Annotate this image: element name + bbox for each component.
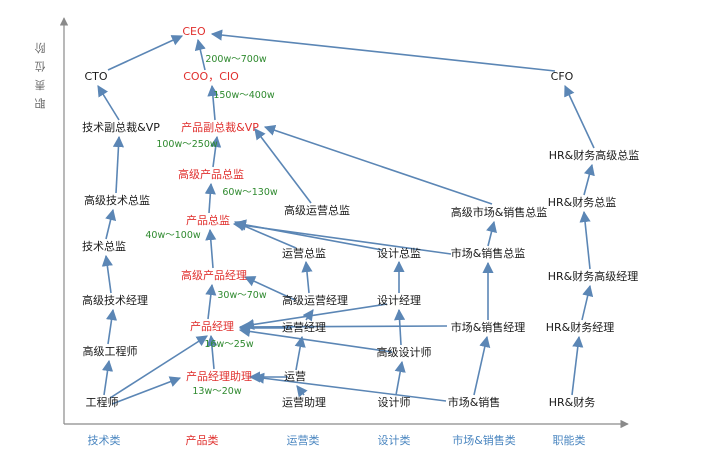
category-functional: 职能类 — [552, 434, 586, 447]
node-market-sales-manager: 市场&销售经理 — [450, 321, 526, 334]
arrow-productvp-coo — [207, 84, 219, 121]
category-product: 产品类 — [185, 434, 219, 447]
node-operations: 运营 — [284, 370, 306, 383]
arrow-market-marketmgr — [473, 335, 491, 396]
node-market-sales: 市场&销售 — [447, 396, 501, 409]
node-senior-product-manager: 高级产品经理 — [181, 269, 247, 282]
arrow-hr-hrmgr — [571, 335, 584, 396]
arrow-hrseniordir-cfo — [564, 84, 595, 149]
node-hr-finance: HR&财务 — [548, 396, 596, 409]
node-ops-assistant: 运营助理 — [282, 396, 326, 409]
category-ops: 运营类 — [286, 434, 320, 447]
node-hr-finance-manager: HR&财务经理 — [545, 321, 615, 334]
salary-manager: 16w～25w — [204, 339, 254, 350]
arrow-seniorproductdir-productvp — [210, 135, 222, 168]
category-design: 设计类 — [377, 434, 411, 447]
arrow-engineer-productmgr — [109, 335, 208, 399]
node-senior-market-sales-director: 高级市场&销售总监 — [450, 206, 548, 219]
arrow-cto-ceo — [107, 35, 184, 71]
arrow-designer-seniordesigner — [394, 360, 406, 396]
node-senior-tech-director: 高级技术总监 — [84, 194, 150, 207]
node-hr-finance-senior-director: HR&财务高级总监 — [548, 149, 640, 162]
node-hr-finance-director: HR&财务总监 — [547, 196, 617, 209]
arrow-hrmgr-hrseniormgr — [581, 284, 594, 321]
arrow-seniorops-productvp — [254, 128, 312, 204]
node-senior-ops-director: 高级运营总监 — [284, 204, 350, 217]
arrow-assistantpm-pm — [206, 334, 218, 370]
arrow-designmgr-pm — [242, 303, 388, 331]
arrow-opsmgr-seniorops — [302, 309, 314, 322]
node-design-director: 设计总监 — [377, 247, 421, 260]
node-ops-director: 运营总监 — [282, 247, 326, 260]
arrow-marketmgr-pm — [238, 321, 448, 333]
arrow-seniordesigner-pm — [238, 325, 393, 353]
arrow-coo-ceo — [194, 38, 206, 71]
node-cfo: CFO — [550, 70, 574, 83]
arrow-seniorengineer-seniortechmgr — [105, 308, 118, 345]
salary-senior-director: 60w～130w — [222, 187, 278, 198]
arrow-seniortechdir-techvp — [112, 135, 125, 194]
node-tech-vp: 技术副总裁&VP — [82, 121, 160, 134]
category-market-sales: 市场&销售类 — [452, 434, 516, 447]
arrow-marketdir-seniormarket — [486, 220, 497, 247]
arrow-seniordesigner-designmgr — [393, 308, 406, 346]
node-design-manager: 设计经理 — [377, 294, 421, 307]
arrow-marketdir-productdir — [232, 219, 452, 255]
salary-ceo: 200w～700w — [205, 54, 267, 65]
arrow-seniorops-opsdir — [301, 260, 313, 294]
arrow-seniormarket-productvp — [263, 124, 493, 205]
salary-senior-manager: 30w～70w — [217, 290, 267, 301]
node-product-vp: 产品副总裁&VP — [181, 121, 259, 134]
node-product-director: 产品总监 — [186, 214, 230, 227]
salary-coo: 150w～400w — [213, 90, 275, 101]
y-axis-label: 职 责 位 阶 — [34, 40, 47, 110]
node-ops-manager: 运营经理 — [282, 321, 326, 334]
arrow-seniortechmgr-techdir — [101, 254, 113, 294]
arrow-hrdir-hrseniordir — [583, 163, 595, 196]
node-market-sales-director: 市场&销售总监 — [450, 247, 526, 260]
arrow-cfo-ceo — [210, 29, 556, 72]
node-hr-finance-senior-manager: HR&财务高级经理 — [547, 270, 639, 283]
arrow-opsassistant-ops — [296, 385, 308, 398]
node-senior-tech-manager: 高级技术经理 — [82, 294, 148, 307]
node-tech-director: 技术总监 — [82, 240, 126, 253]
node-ceo: CEO — [182, 25, 206, 38]
node-coo-cio: COO，CIO — [183, 70, 239, 83]
arrow-techvp-cto — [97, 85, 120, 121]
node-assistant-product-manager: 产品经理助理 — [186, 370, 252, 383]
node-designer: 设计师 — [377, 396, 411, 409]
node-engineer: 工程师 — [85, 396, 119, 409]
salary-assistant: 13w～20w — [192, 386, 242, 397]
arrow-ops-opsmgr — [294, 335, 306, 371]
arrow-pm-seniorpm — [205, 283, 217, 320]
arrow-seniorpm-productdir — [205, 228, 217, 269]
salary-director: 40w～100w — [145, 230, 201, 241]
node-senior-engineer: 高级工程师 — [82, 345, 138, 358]
arrow-techdir-seniortechdir — [105, 208, 117, 240]
category-tech: 技术类 — [87, 434, 121, 447]
arrow-hrseniormgr-hrdir — [579, 210, 591, 270]
node-cto: CTO — [84, 70, 108, 83]
arrow-engineer-assistantpm — [111, 376, 182, 405]
arrow-engineer-seniorengineer — [101, 359, 114, 396]
node-senior-ops-manager: 高级运营经理 — [282, 294, 348, 307]
node-senior-designer: 高级设计师 — [376, 346, 432, 359]
arrow-market-assistantpm — [252, 372, 447, 402]
arrow-productdir-seniorproductdir — [204, 182, 216, 214]
arrow-seniorops-seniorpm — [243, 276, 296, 301]
salary-vp: 100w～250w — [156, 139, 218, 150]
node-product-manager: 产品经理 — [190, 320, 234, 333]
node-senior-product-director: 高级产品总监 — [178, 168, 244, 181]
